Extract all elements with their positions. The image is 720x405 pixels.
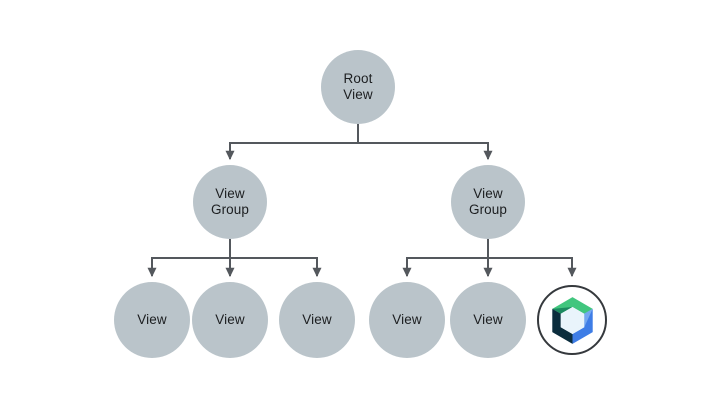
view-node-5-label: View bbox=[473, 311, 503, 327]
view-node-4: View bbox=[369, 282, 445, 358]
view-group-left-label: View Group bbox=[210, 185, 250, 217]
view-node-1-label: View bbox=[137, 311, 167, 327]
view-node-1: View bbox=[114, 282, 190, 358]
view-group-node-left: View Group bbox=[193, 165, 267, 239]
root-view-label: Root View bbox=[343, 70, 373, 102]
view-node-4-label: View bbox=[392, 311, 422, 327]
view-node-2: View bbox=[192, 282, 268, 358]
view-node-5: View bbox=[450, 282, 526, 358]
root-view-node: Root View bbox=[321, 50, 395, 124]
view-node-3: View bbox=[279, 282, 355, 358]
compose-node bbox=[537, 285, 607, 355]
view-node-2-label: View bbox=[215, 311, 245, 327]
view-group-node-right: View Group bbox=[451, 165, 525, 239]
view-node-3-label: View bbox=[302, 311, 332, 327]
jetpack-compose-icon bbox=[551, 296, 593, 344]
view-group-right-label: View Group bbox=[468, 185, 508, 217]
